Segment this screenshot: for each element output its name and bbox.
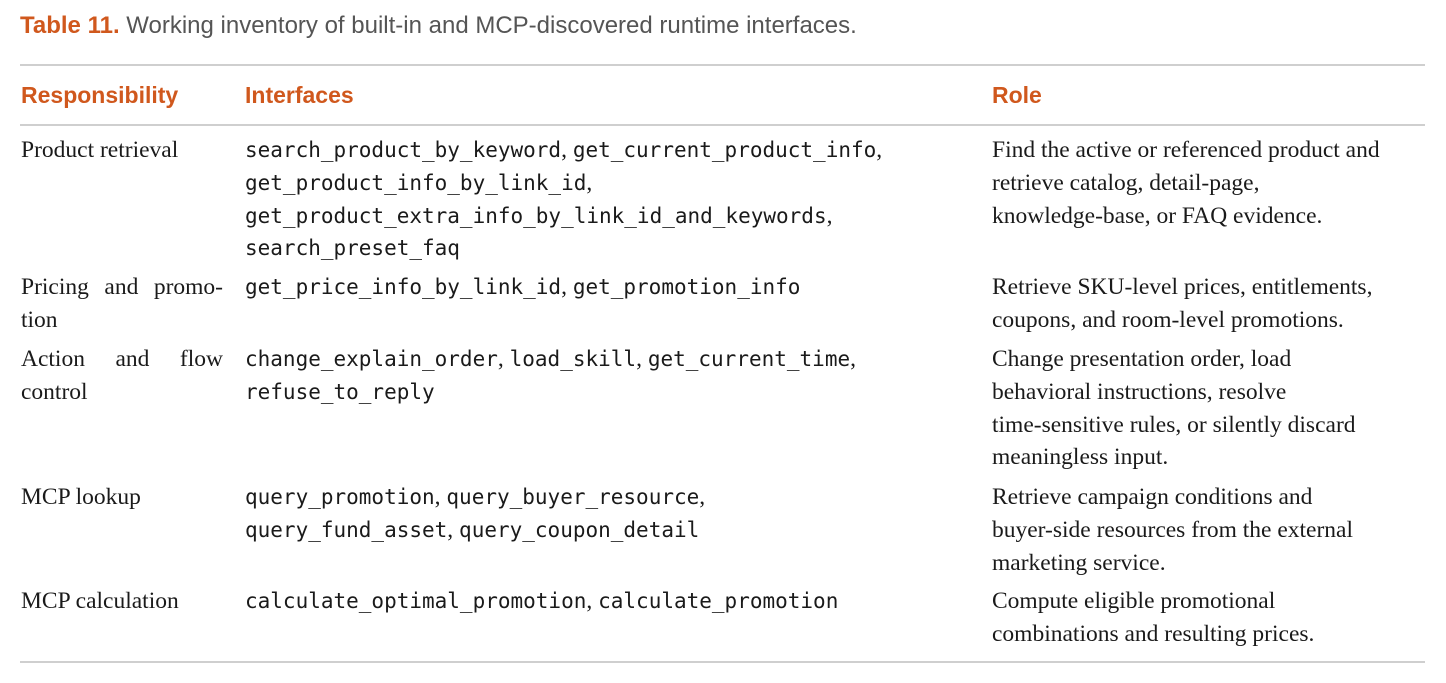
role-cell: Compute eligible promotional combinations… xyxy=(992,585,1432,651)
responsibility-line: Pricing and promo- xyxy=(21,274,223,300)
interface-name: calculate_promotion xyxy=(598,589,839,613)
role-line: meaningless input. xyxy=(992,444,1169,471)
interfaces-line: calculate_optimal_promotion, calculate_p… xyxy=(245,585,975,618)
responsibility-line: control xyxy=(21,378,88,405)
interface-separator: , xyxy=(447,516,460,543)
interface-name: get_price_info_by_link_id xyxy=(245,275,562,299)
responsibility-cell: Product retrieval xyxy=(21,134,223,167)
interface-separator: , xyxy=(586,588,599,614)
interface-name: get_product_extra_info_by_link_id_and_ke… xyxy=(245,203,827,228)
interface-name: query_promotion xyxy=(245,485,435,509)
interface-name: get_product_info_by_link_id xyxy=(245,170,587,195)
interface-name: query_coupon_detail xyxy=(459,517,700,542)
interface-name: get_promotion_info xyxy=(572,275,801,299)
responsibility-cell: MCP calculation xyxy=(21,585,223,618)
table-bottom-rule xyxy=(20,661,1425,663)
interface-separator: , xyxy=(434,484,447,510)
interfaces-cell: calculate_optimal_promotion, calculate_p… xyxy=(245,585,975,618)
interface-separator: , xyxy=(497,346,510,372)
interfaces-line: get_product_info_by_link_id, xyxy=(245,167,975,200)
interfaces-line: search_preset_faq xyxy=(245,232,975,265)
interfaces-cell: query_promotion, query_buyer_resource,qu… xyxy=(245,481,975,547)
role-line: Compute eligible promotional xyxy=(992,588,1276,614)
interfaces-line: change_explain_order, load_skill, get_cu… xyxy=(245,343,975,376)
interface-name: load_skill xyxy=(509,347,637,371)
interface-separator: , xyxy=(561,274,573,300)
interface-name: get_current_time xyxy=(647,347,851,371)
role-line: Retrieve SKU-level prices, entitlements, xyxy=(992,274,1373,300)
interface-separator: , xyxy=(850,346,856,372)
role-line: Change presentation order, load xyxy=(992,346,1292,372)
responsibility-line: Product retrieval xyxy=(21,137,179,163)
interfaces-cell: change_explain_order, load_skill, get_cu… xyxy=(245,343,975,409)
interface-name: refuse_to_reply xyxy=(245,379,435,404)
interface-name: change_explain_order xyxy=(245,347,498,371)
table-caption: Table 11. Working inventory of built-in … xyxy=(20,12,857,40)
interfaces-cell: search_product_by_keyword, get_current_p… xyxy=(245,134,975,265)
column-header-role: Role xyxy=(992,82,1042,108)
interface-separator: , xyxy=(636,346,648,372)
column-header-responsibility: Responsibility xyxy=(21,82,179,108)
role-cell: Find the active or referenced product an… xyxy=(992,134,1432,232)
column-header-interfaces: Interfaces xyxy=(245,82,354,108)
role-line: knowledge-base, or FAQ evidence. xyxy=(992,202,1323,229)
responsibility-line: MCP lookup xyxy=(21,484,141,510)
interface-name: query_fund_asset xyxy=(245,517,448,542)
interface-name: query_buyer_resource xyxy=(446,485,700,509)
role-cell: Retrieve campaign conditions and buyer-si… xyxy=(992,481,1432,579)
role-line: Retrieve campaign conditions and xyxy=(992,484,1313,510)
table-caption-text: Working inventory of built-in and MCP-di… xyxy=(119,12,857,39)
interface-name: calculate_optimal_promotion xyxy=(245,589,587,613)
interfaces-line: get_price_info_by_link_id, get_promotion… xyxy=(245,271,975,304)
role-line: marketing service. xyxy=(992,549,1166,576)
role-line: buyer-side resources from the external xyxy=(992,516,1354,543)
responsibility-cell: Pricing and promo-tion xyxy=(21,271,223,337)
role-line: Find the active or referenced product an… xyxy=(992,137,1380,163)
interface-separator: , xyxy=(586,169,593,196)
interfaces-line: query_fund_asset, query_coupon_detail xyxy=(245,514,975,547)
interface-name: get_current_product_info xyxy=(572,138,877,162)
role-cell: Retrieve SKU-level prices, entitlements,… xyxy=(992,271,1432,337)
role-line: behavioral instructions, resolve xyxy=(992,378,1287,405)
responsibility-cell: MCP lookup xyxy=(21,481,223,514)
interfaces-line: query_promotion, query_buyer_resource, xyxy=(245,481,975,514)
role-line: time-sensitive rules, or silently discar… xyxy=(992,411,1356,438)
table-top-rule xyxy=(20,64,1425,66)
interfaces-line: refuse_to_reply xyxy=(245,376,975,409)
role-line: retrieve catalog, detail-page, xyxy=(992,169,1260,196)
table-number: Table 11. xyxy=(20,12,120,39)
table-header-rule xyxy=(20,124,1425,126)
interfaces-line: get_product_extra_info_by_link_id_and_ke… xyxy=(245,200,975,233)
interfaces-line: search_product_by_keyword, get_current_p… xyxy=(245,134,975,167)
responsibility-line: Action and flow xyxy=(21,346,223,372)
role-cell: Change presentation order, load behaviora… xyxy=(992,343,1432,474)
interface-separator: , xyxy=(561,137,573,163)
interfaces-cell: get_price_info_by_link_id, get_promotion… xyxy=(245,271,975,304)
interface-name: search_product_by_keyword xyxy=(245,138,562,162)
interface-separator: , xyxy=(826,202,833,229)
responsibility-line: MCP calculation xyxy=(21,588,179,614)
role-line: combinations and resulting prices. xyxy=(992,620,1315,647)
responsibility-line: tion xyxy=(21,306,58,333)
interface-name: search_preset_faq xyxy=(245,236,460,261)
interface-separator: , xyxy=(876,137,883,163)
interface-separator: , xyxy=(699,484,706,510)
responsibility-cell: Action and flow control xyxy=(21,343,223,409)
role-line: coupons, and room-level promotions. xyxy=(992,306,1344,333)
